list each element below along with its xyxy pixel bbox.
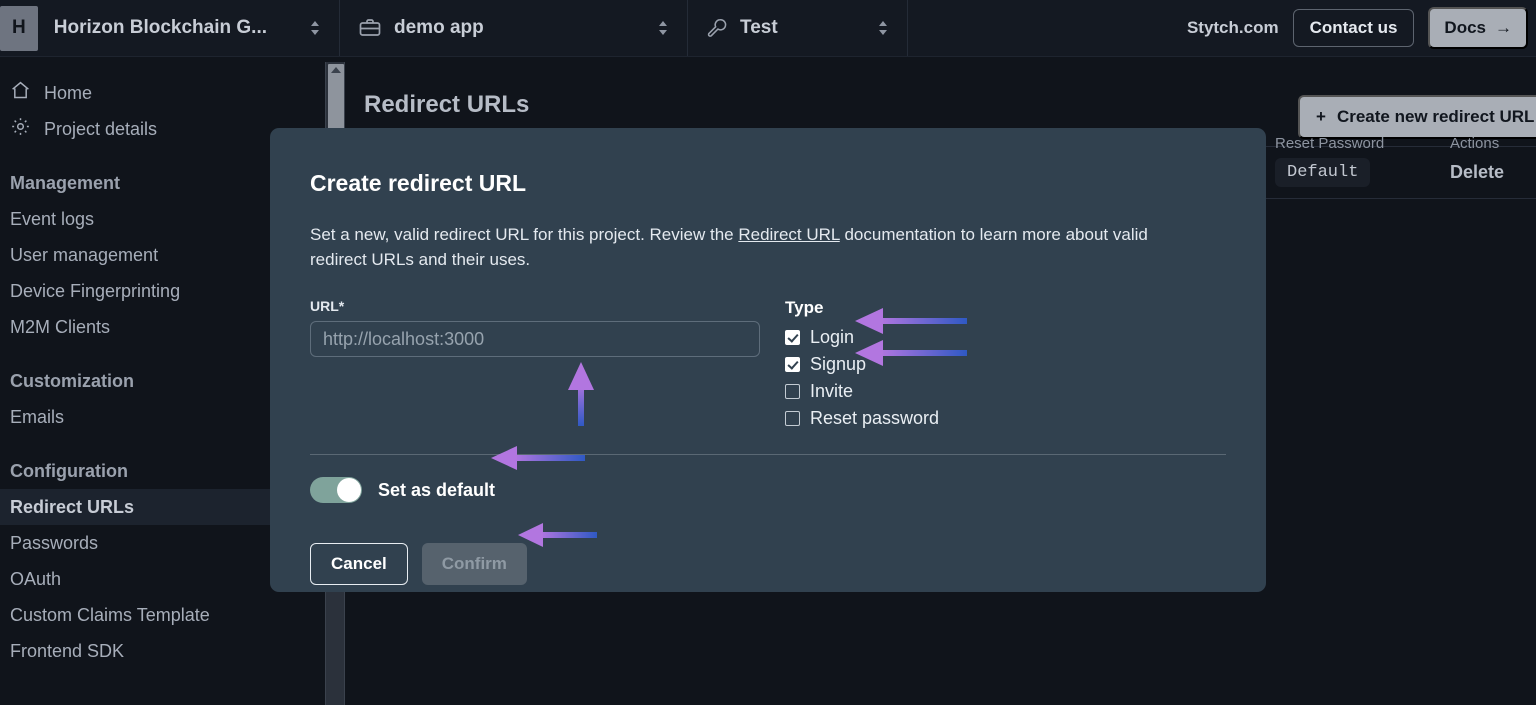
invite-checkbox[interactable]	[785, 384, 800, 400]
sidebar-item-oauth[interactable]: OAuth	[0, 561, 325, 597]
chevron-updown-icon-2	[627, 18, 669, 38]
sidebar-item-emails[interactable]: Emails	[0, 399, 325, 435]
create-new-redirect-url-button[interactable]: + Create new redirect URL	[1298, 95, 1536, 139]
page-title: Redirect URLs	[364, 91, 530, 118]
confirm-button[interactable]: Confirm	[421, 543, 527, 586]
sidebar-group-configuration: Configuration	[10, 461, 128, 481]
modal-body: Create redirect URL Set a new, valid red…	[270, 128, 1266, 432]
signup-checkbox[interactable]	[785, 357, 800, 373]
redirect-url-doc-link[interactable]: Redirect URL	[738, 225, 840, 244]
topbar-right-actions: Stytch.com Contact us Docs →	[1187, 0, 1536, 56]
sidebar-label-event-logs: Event logs	[10, 208, 95, 229]
toggle-knob	[337, 478, 361, 503]
home-icon	[10, 80, 31, 106]
environment-switcher[interactable]: Test	[688, 0, 908, 56]
url-field-label: URL*	[310, 298, 345, 315]
sidebar-label-custom-claims-template: Custom Claims Template	[10, 604, 210, 625]
org-switcher[interactable]: H Horizon Blockchain G...	[0, 0, 340, 56]
url-field-group: URL*	[310, 298, 760, 432]
table-header-reset-password: Reset Password	[1275, 135, 1385, 152]
login-checkbox-row[interactable]: Login	[785, 324, 939, 351]
docs-label: Docs	[1444, 18, 1486, 37]
sidebar-item-user-management[interactable]: User management	[0, 237, 325, 273]
login-checkbox-label: Login	[810, 327, 855, 348]
sidebar-item-device-fingerprinting[interactable]: Device Fingerprinting	[0, 273, 325, 309]
org-avatar: H	[0, 5, 38, 51]
sidebar-item-frontend-sdk[interactable]: Frontend SDK	[0, 633, 325, 669]
gear-icon	[10, 116, 31, 142]
sidebar-group-management: Management	[10, 173, 121, 193]
arrow-right-icon: →	[1495, 18, 1512, 37]
delete-link[interactable]: Delete	[1450, 162, 1505, 182]
sidebar-item-m2m-clients[interactable]: M2M Clients	[0, 309, 325, 345]
url-input[interactable]	[310, 321, 760, 358]
sidebar-label-m2m-clients: M2M Clients	[10, 316, 111, 337]
top-bar: H Horizon Blockchain G... demo app	[0, 0, 1536, 57]
sidebar-label-frontend-sdk: Frontend SDK	[10, 640, 125, 661]
sidebar-item-project-details[interactable]: Project details	[0, 111, 325, 147]
wrench-icon	[706, 17, 728, 39]
sidebar-label-oauth: OAuth	[10, 568, 62, 589]
stytch-site-link[interactable]: Stytch.com	[1186, 18, 1279, 37]
chevron-updown-icon	[279, 18, 321, 38]
modal-form-row: URL* Type Login Signup Invi	[310, 298, 1226, 432]
login-checkbox[interactable]	[785, 330, 800, 346]
sidebar-label-home: Home	[44, 82, 93, 103]
app-switcher[interactable]: demo app	[340, 0, 688, 56]
sidebar-label-project-details: Project details	[44, 118, 158, 139]
sidebar-label-user-management: User management	[10, 244, 159, 265]
plus-icon: +	[1316, 107, 1326, 126]
chevron-updown-icon-3	[847, 18, 889, 38]
set-as-default-label: Set as default	[378, 479, 496, 500]
topbar-spacer	[908, 0, 1187, 56]
sidebar-label-redirect-urls: Redirect URLs	[10, 496, 135, 517]
invite-checkbox-label: Invite	[810, 381, 854, 402]
modal-description-part1: Set a new, valid redirect URL for this p…	[310, 225, 739, 244]
reset-password-default-chip: Default	[1275, 158, 1371, 187]
modal-description: Set a new, valid redirect URL for this p…	[310, 223, 1190, 272]
create-redirect-url-modal: Create redirect URL Set a new, valid red…	[270, 128, 1266, 592]
docs-button[interactable]: Docs →	[1428, 7, 1528, 49]
environment-label: Test	[740, 17, 778, 38]
app-name-label: demo app	[394, 17, 484, 38]
signup-checkbox-row[interactable]: Signup	[785, 351, 939, 378]
sidebar-item-passwords[interactable]: Passwords	[0, 525, 325, 561]
modal-title: Create redirect URL	[310, 170, 527, 196]
sidebar-label-passwords: Passwords	[10, 532, 99, 553]
set-as-default-row[interactable]: Set as default	[270, 455, 1266, 504]
modal-description-part2: documentation to learn more about valid …	[310, 225, 1148, 269]
invite-checkbox-row[interactable]: Invite	[785, 378, 939, 405]
org-name-label: Horizon Blockchain G...	[53, 17, 267, 38]
reset-password-checkbox-row[interactable]: Reset password	[785, 405, 939, 432]
reset-password-checkbox-label: Reset password	[810, 408, 940, 429]
create-button-label: Create new redirect URL	[1336, 107, 1535, 126]
sidebar-item-event-logs[interactable]: Event logs	[0, 201, 325, 237]
type-label: Type	[785, 298, 824, 318]
signup-checkbox-label: Signup	[810, 354, 867, 375]
table-header-actions: Actions	[1450, 135, 1500, 152]
briefcase-icon	[358, 16, 382, 40]
scroll-up-arrow-icon[interactable]	[331, 67, 341, 73]
sidebar-label-emails: Emails	[10, 406, 65, 427]
set-as-default-toggle[interactable]	[310, 477, 362, 504]
modal-actions: Cancel Confirm	[270, 503, 1266, 586]
reset-password-checkbox[interactable]	[785, 411, 800, 427]
sidebar-label-device-fingerprinting: Device Fingerprinting	[10, 280, 181, 301]
contact-us-button[interactable]: Contact us	[1292, 9, 1415, 47]
cancel-button[interactable]: Cancel	[310, 543, 408, 586]
sidebar-item-home[interactable]: Home	[0, 75, 325, 111]
modal-divider	[310, 454, 1226, 456]
sidebar-item-custom-claims-template[interactable]: Custom Claims Template	[0, 597, 325, 633]
type-field-group: Type Login Signup Invite	[785, 298, 939, 432]
sidebar-group-customization: Customization	[10, 371, 134, 391]
